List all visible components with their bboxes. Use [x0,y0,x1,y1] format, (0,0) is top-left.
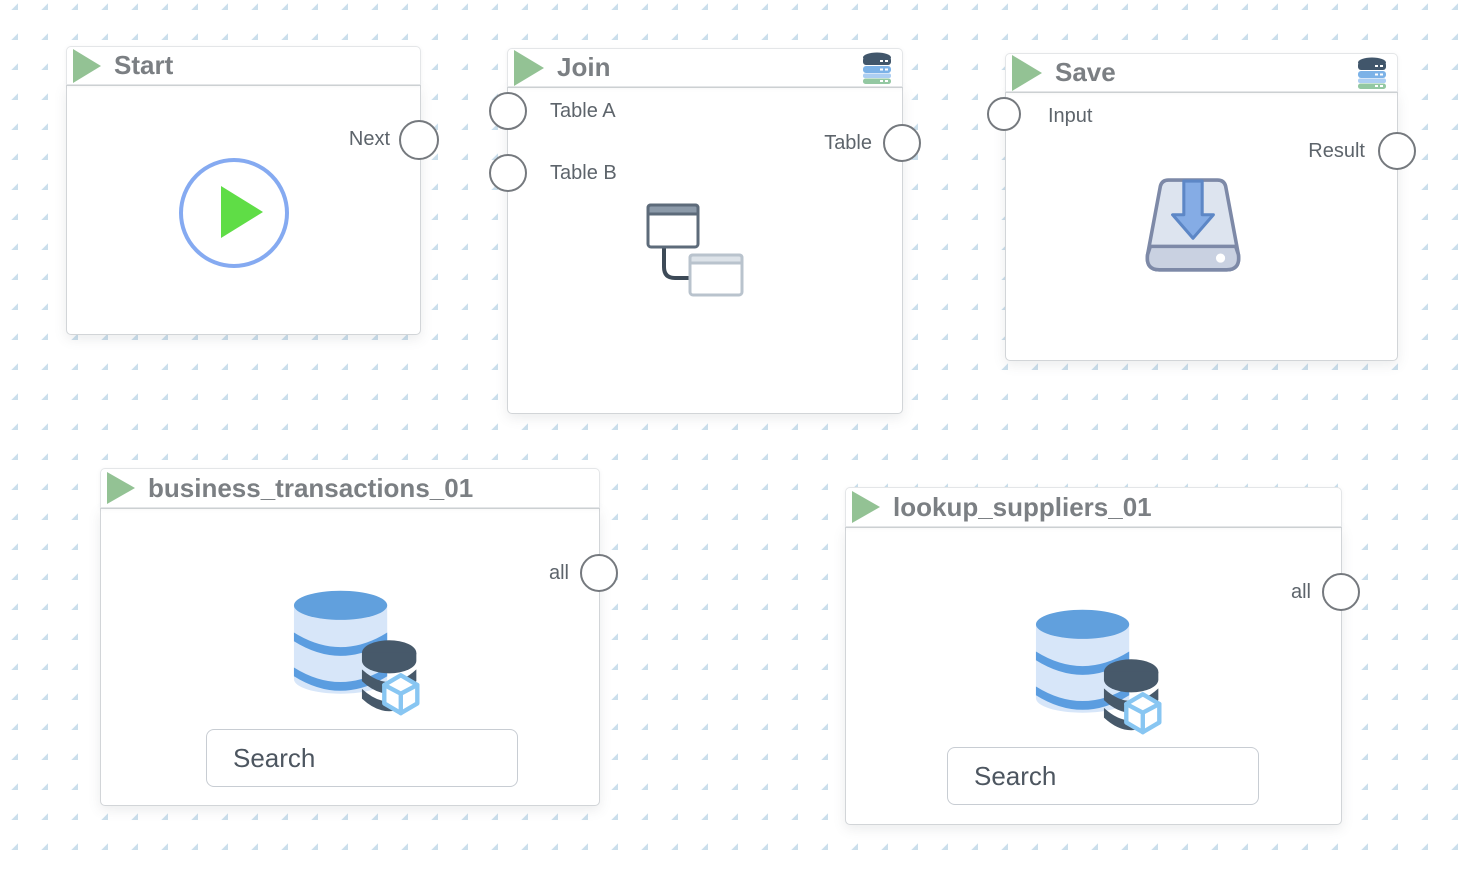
port-table-a-input[interactable] [489,92,527,130]
run-indicator-icon [1012,54,1042,91]
node-start-body[interactable]: Next [66,85,439,335]
search-input[interactable] [947,747,1259,805]
port-label-table-b: Table B [550,162,617,184]
node-save-header[interactable]: Save [1005,53,1398,92]
node-lookup-suppliers-01[interactable]: lookup_suppliers_01 all [845,487,1360,825]
database-table-icon [293,590,420,716]
node-join-body[interactable]: Table A Table B Table [489,87,921,414]
node-start-header[interactable]: Start [66,46,421,85]
node-save[interactable]: Save Input Result [987,53,1416,361]
run-indicator-icon [852,491,880,523]
run-indicator-icon [107,472,135,504]
port-table-output[interactable] [883,124,921,162]
port-table-b-input[interactable] [489,154,527,192]
join-windows-icon [646,203,744,297]
database-table-icon [1035,609,1162,735]
node-title: Join [557,52,611,82]
database-stack-icon [1358,57,1386,89]
node-start[interactable]: Start Next [66,46,439,335]
search-input[interactable] [206,729,518,787]
port-label-all: all [548,562,569,584]
database-stack-icon [863,52,891,84]
port-label-all: all [1290,581,1311,603]
port-label-next: Next [348,128,390,150]
node-title: business_transactions_01 [148,472,474,503]
node-title: lookup_suppliers_01 [893,491,1152,522]
port-label-table: Table [824,132,872,154]
start-play-icon [179,158,289,268]
port-result-output[interactable] [1378,132,1416,170]
node-join-header[interactable]: Join [507,48,903,87]
save-drive-icon [1145,178,1241,272]
port-all-output[interactable] [580,554,618,592]
port-next-output[interactable] [399,120,439,160]
port-label-result: Result [1308,140,1365,162]
node-business-transactions-01-header[interactable]: business_transactions_01 [100,468,600,508]
node-lookup-suppliers-01-header[interactable]: lookup_suppliers_01 [845,487,1342,527]
port-label-input: Input [1048,105,1093,127]
run-indicator-icon [514,49,544,86]
node-save-body[interactable]: Input Result [987,92,1416,361]
port-label-table-a: Table A [550,100,616,122]
run-indicator-icon [73,48,101,83]
port-input[interactable] [987,97,1021,131]
node-business-transactions-01[interactable]: business_transactions_01 all [100,468,618,806]
port-all-output[interactable] [1322,573,1360,611]
node-lookup-suppliers-01-body[interactable]: all [845,527,1360,825]
node-title: Start [114,50,174,80]
node-business-transactions-01-body[interactable]: all [100,508,618,806]
node-join[interactable]: Join Table A Table B Table [489,48,921,414]
node-title: Save [1055,57,1116,87]
